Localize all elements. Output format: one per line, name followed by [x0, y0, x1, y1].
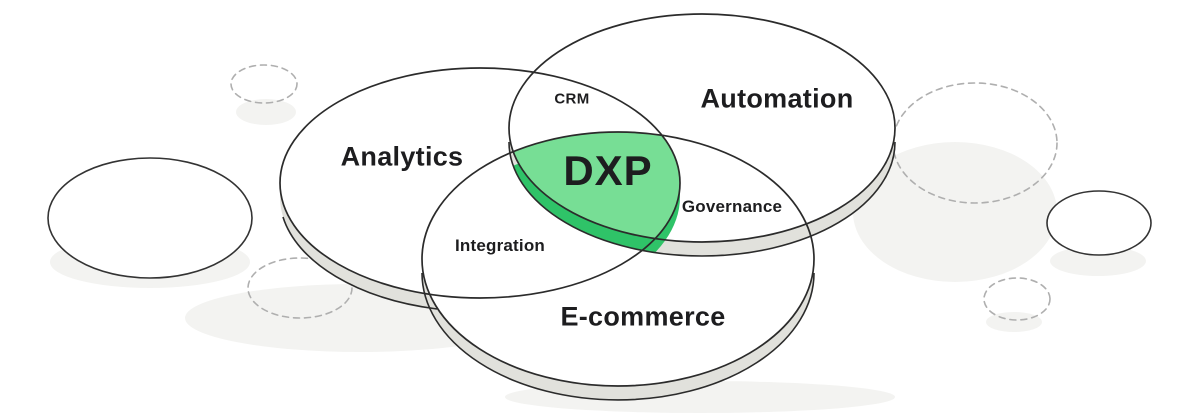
label-dxp: DXP: [563, 147, 653, 194]
decor-solid-ellipse-right: [1046, 190, 1152, 256]
label-integration: Integration: [454, 236, 546, 255]
automation-outline: [508, 13, 896, 243]
venn-linework: [279, 13, 896, 401]
automation-wall-edge: [508, 141, 896, 257]
label-crm: CRM: [554, 90, 590, 108]
label-governance: Governance: [681, 197, 783, 216]
decor-dashed-ellipse-mid-left: [247, 257, 353, 319]
label-automation: Automation: [700, 83, 854, 114]
ecommerce-outline: [421, 131, 815, 387]
shadow-blob: [236, 99, 296, 125]
ecommerce-wall-edge: [421, 272, 815, 401]
decor-solid-ellipse-left: [47, 157, 253, 279]
dxp-wedge-top: [509, 132, 680, 242]
dxp-wedge-top-group: [509, 132, 680, 242]
decorative-ellipses: [47, 64, 1152, 321]
decor-dashed-ellipse-top-left: [230, 64, 298, 104]
decor-dashed-ellipse-bottom-right: [983, 277, 1051, 321]
analytics-outline: [279, 67, 681, 299]
label-analytics: Analytics: [340, 141, 464, 172]
analytics-wall-edge: [282, 216, 438, 310]
shadow-blob: [853, 142, 1057, 282]
label-ecommerce: E-commerce: [560, 301, 726, 332]
shadow-blob: [1050, 246, 1146, 276]
